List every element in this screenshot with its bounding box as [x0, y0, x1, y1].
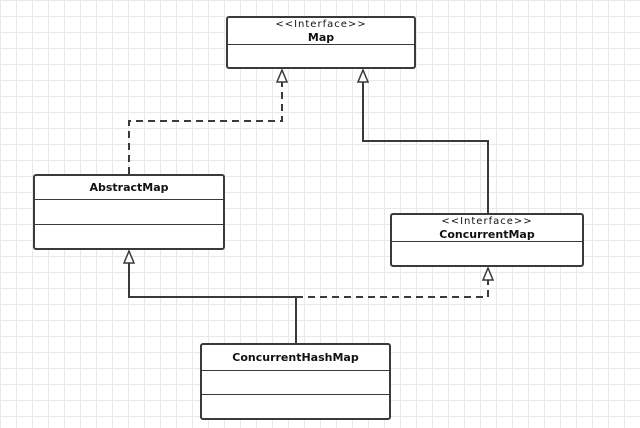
edge-concurrenthashmap-to-abstractmap[interactable]: [128, 263, 297, 343]
class-map-stereotype: <<Interface>>: [275, 18, 367, 30]
class-concurrentmap[interactable]: <<Interface>> ConcurrentMap: [390, 213, 584, 267]
class-abstractmap-header: AbstractMap: [35, 176, 223, 200]
class-concurrentmap-name: ConcurrentMap: [439, 227, 535, 241]
arrowhead-concurrentmap-to-map: [356, 68, 370, 83]
class-concurrenthashmap[interactable]: ConcurrentHashMap: [200, 343, 391, 420]
class-concurrenthashmap-operations: [202, 395, 389, 418]
edge-concurrentmap-to-map[interactable]: [362, 82, 489, 213]
arrowhead-abstractmap-to-map: [275, 68, 289, 83]
edge-abstractmap-to-map[interactable]: [128, 82, 283, 174]
arrowhead-to-abstractmap: [122, 249, 136, 264]
arrowhead-to-concurrentmap: [481, 266, 495, 281]
class-abstractmap[interactable]: AbstractMap: [33, 174, 225, 250]
class-concurrentmap-stereotype: <<Interface>>: [441, 215, 533, 227]
class-map[interactable]: <<Interface>> Map: [226, 16, 416, 69]
class-concurrenthashmap-name: ConcurrentHashMap: [232, 351, 359, 364]
class-concurrenthashmap-header: ConcurrentHashMap: [202, 345, 389, 371]
class-abstractmap-operations: [35, 225, 223, 248]
edge-concurrenthashmap-to-concurrentmap[interactable]: [296, 280, 489, 298]
class-concurrentmap-header: <<Interface>> ConcurrentMap: [392, 215, 582, 242]
class-concurrentmap-attributes: [392, 242, 582, 265]
class-abstractmap-attributes: [35, 200, 223, 225]
class-map-header: <<Interface>> Map: [228, 18, 414, 45]
class-abstractmap-name: AbstractMap: [89, 181, 169, 194]
class-map-attributes: [228, 45, 414, 67]
class-map-name: Map: [307, 30, 335, 44]
class-concurrenthashmap-attributes: [202, 371, 389, 395]
